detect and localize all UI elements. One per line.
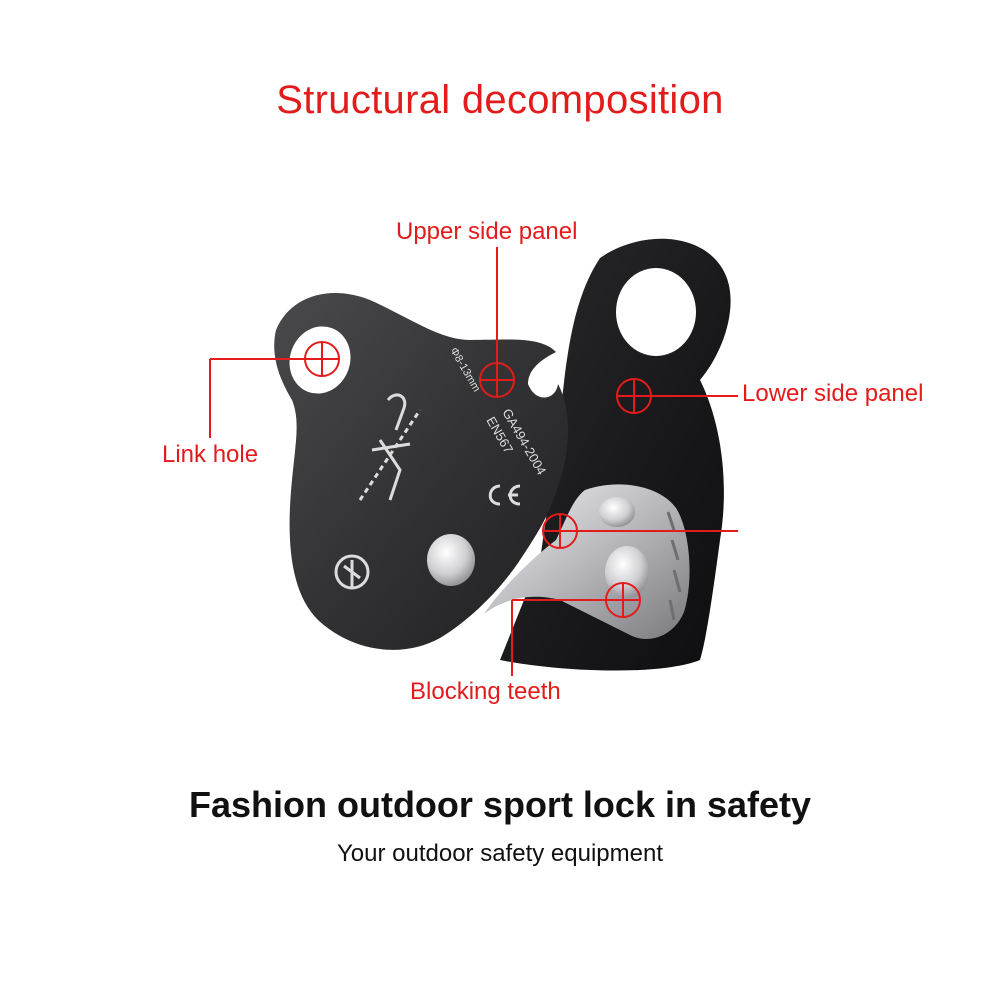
cam-rivet-top — [599, 497, 635, 527]
callout-cam-axis — [542, 513, 738, 549]
cam-rivet-bottom — [605, 546, 649, 598]
callout-blocking-teeth — [511, 582, 641, 676]
callout-lower-side-panel — [616, 378, 738, 414]
brand-logo-icon — [334, 554, 370, 590]
label-upper-side-panel: Upper side panel — [396, 218, 578, 245]
label-link-hole: Link hole — [162, 441, 259, 468]
cam-ridges — [666, 511, 682, 621]
ce-mark-icon — [488, 484, 521, 506]
lower-link-hole — [616, 268, 696, 356]
label-lower-side-panel: Lower side panel — [742, 380, 924, 407]
slogan-main: Fashion outdoor sport lock in safety — [188, 784, 812, 825]
label-blocking-teeth: Blocking teeth — [410, 678, 561, 705]
climber-pictogram — [358, 393, 422, 501]
upper-side-panel — [274, 292, 568, 650]
diagram-title: Structural decomposition — [276, 78, 724, 122]
callout-upper-side-panel — [479, 247, 515, 398]
panel-rivet — [427, 534, 475, 586]
callout-link-hole — [209, 341, 340, 438]
slogan-sub: Your outdoor safety equipment — [336, 840, 663, 867]
